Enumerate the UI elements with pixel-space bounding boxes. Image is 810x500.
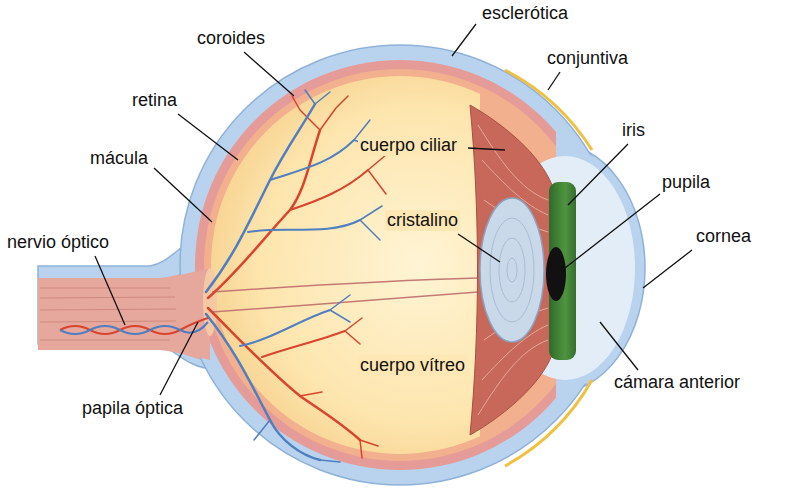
choroid-shape [195, 60, 556, 470]
part-label: nervio óptico [5, 232, 111, 253]
part-label: cuerpo vítreo [358, 355, 467, 376]
vitreous-shape [211, 76, 480, 454]
part-label: conjuntiva [545, 48, 630, 69]
part-label: papila óptica [80, 398, 185, 419]
part-label: esclerótica [480, 3, 570, 24]
part-label: cuerpo ciliar [358, 135, 459, 156]
leader-lines [95, 24, 692, 395]
lens-shape [480, 198, 544, 342]
part-label: iris [620, 120, 647, 141]
lens-rings [490, 218, 534, 322]
hyaloid-canal [212, 278, 478, 312]
ciliary-body [470, 105, 552, 435]
pupil-shape [546, 247, 566, 301]
part-label: cornea [694, 226, 753, 247]
retina-shape [204, 69, 556, 461]
conjunctiva-line [505, 70, 592, 466]
part-label: cristalino [385, 210, 460, 231]
part-label: pupila [660, 172, 712, 193]
part-label: retina [130, 90, 179, 111]
part-label: coroides [195, 28, 267, 49]
sclera-shape [180, 45, 620, 485]
ciliary-fibers [478, 125, 548, 415]
central-vessels [60, 318, 208, 334]
part-label: cámara anterior [612, 372, 742, 393]
part-label: mácula [88, 148, 150, 169]
